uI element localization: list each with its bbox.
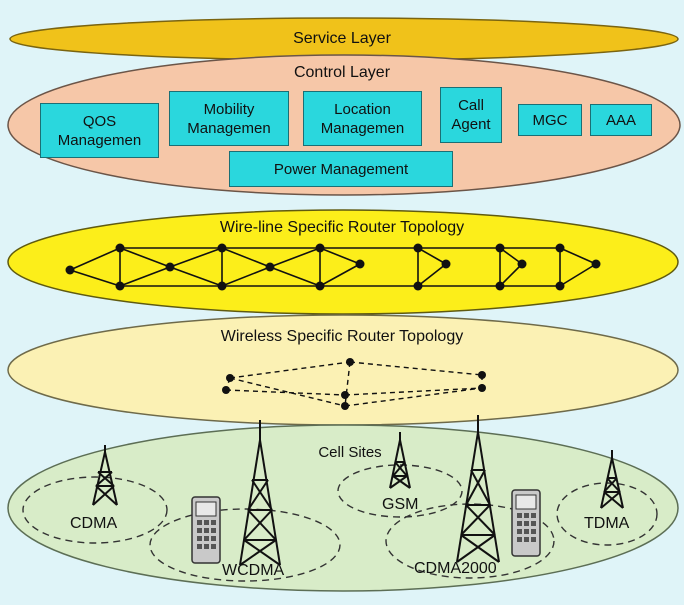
call-agent-line-2: Agent — [451, 116, 491, 133]
wireline-layer-label: Wire-line Specific Router Topology — [219, 219, 465, 236]
phone-icon — [191, 489, 541, 564]
mgc-label: MGC — [532, 111, 568, 129]
cell-sites-label: Cell Sites — [318, 444, 382, 461]
wcdma-label: WCDMA — [222, 562, 285, 579]
mobility-management-box: Mobility Managemen — [169, 91, 289, 146]
coverage-areas — [22, 464, 658, 582]
gsm-label: GSM — [382, 496, 419, 513]
cdma2000-label: CDMA2000 — [414, 560, 497, 577]
wireline-topology — [69, 247, 597, 287]
service-layer-label: Service Layer — [293, 30, 391, 47]
cdma-label: CDMA — [70, 515, 118, 532]
cell-sites-layer-ellipse — [7, 424, 679, 592]
control-layer-label: Control Layer — [293, 64, 391, 81]
tdma-label: TDMA — [584, 515, 630, 532]
wireline-layer-ellipse — [7, 209, 679, 315]
aaa-label: AAA — [605, 111, 636, 129]
location-management-box: Location Managemen — [303, 91, 422, 146]
location-line-2: Managemen — [320, 119, 405, 137]
tower-icon — [92, 415, 624, 566]
wireless-topology — [225, 361, 483, 407]
location-line-1: Location — [334, 100, 391, 118]
qos-management-box: QOS Managemen — [40, 103, 159, 158]
call-agent-box: Call Agent — [440, 87, 502, 143]
qos-line-1: QOS — [82, 112, 117, 130]
mgc-box: MGC — [518, 104, 582, 136]
qos-line-2: Managemen — [57, 131, 142, 149]
router-node-icon — [65, 243, 601, 291]
wireless-layer-label: Wireless Specific Router Topology — [220, 328, 464, 345]
power-management-label: Power Management — [273, 160, 409, 178]
aaa-box: AAA — [590, 104, 652, 136]
call-agent-line-1: Call — [458, 97, 484, 114]
wireless-router-nodes — [222, 358, 486, 410]
power-management-box: Power Management — [229, 151, 453, 187]
mobility-line-2: Managemen — [187, 119, 271, 137]
mobility-line-1: Mobility — [203, 100, 255, 118]
